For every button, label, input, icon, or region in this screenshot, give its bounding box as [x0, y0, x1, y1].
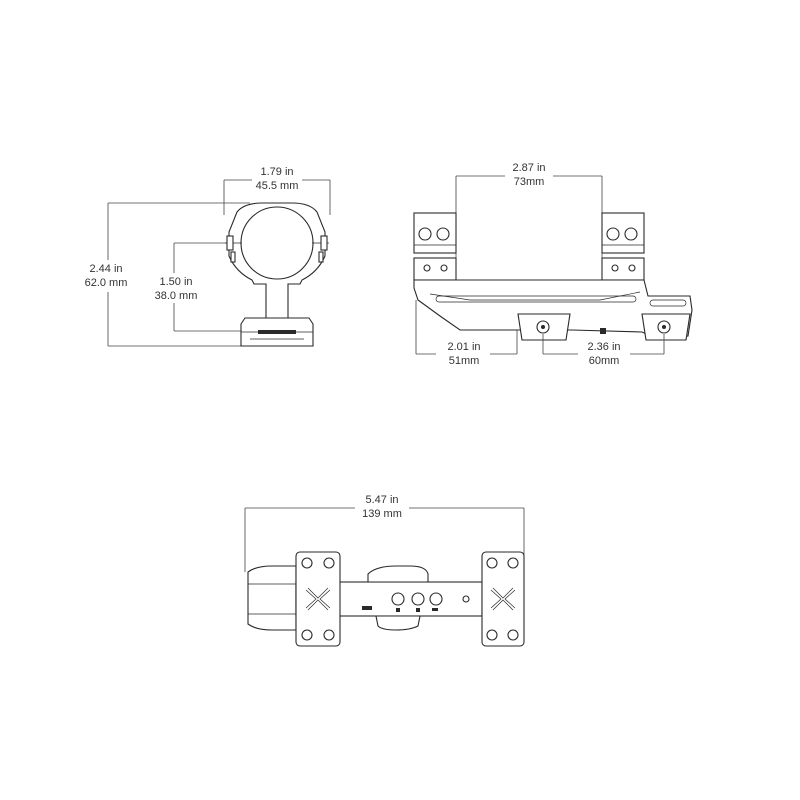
front-view: 1.79 in 45.5 mm 2.44 in 62.0 mm 1.50 in … — [85, 166, 331, 347]
rear-cap-screw-2 — [323, 557, 335, 569]
recoil-lug — [600, 328, 606, 334]
front-ring-screw-2 — [624, 227, 638, 241]
rear-ring-screw-1 — [418, 227, 432, 241]
clamp-1-nut-center — [541, 325, 545, 329]
ring-screw-left — [226, 235, 234, 251]
rail-marking-2 — [396, 608, 400, 612]
rail-marking-1 — [362, 606, 372, 610]
rear-cap-logo-icon — [305, 587, 331, 611]
front-cap-screw-1 — [486, 557, 498, 569]
overall-height-label-mm: 62.0 mm — [85, 277, 128, 289]
overall-length-label-mm: 139 mm — [362, 508, 402, 520]
rail-hole-3 — [429, 592, 443, 606]
rear-ring-top — [247, 565, 297, 631]
rail-pin — [462, 595, 470, 603]
clamp-2-nut-center — [662, 325, 666, 329]
rear-offset-label-in: 2.01 in — [447, 341, 480, 353]
front-ring-lower-screw-1 — [611, 264, 619, 272]
mount-cutout — [435, 295, 637, 303]
rail-hole-1 — [391, 592, 405, 606]
rear-cap-screw-4 — [323, 629, 335, 641]
front-cap-top — [481, 551, 525, 647]
front-cap-screw-4 — [507, 629, 519, 641]
overall-height-label-in: 2.44 in — [89, 263, 122, 275]
center-height-label-mm: 38.0 mm — [155, 290, 198, 302]
clamp-offset-label-mm: 60mm — [589, 355, 620, 367]
rear-ring-lower — [413, 257, 457, 281]
front-slot — [649, 299, 687, 307]
ring-detail-left — [230, 251, 236, 263]
rear-ring-screw-2 — [436, 227, 450, 241]
front-ring-lower-screw-2 — [628, 264, 636, 272]
front-ring-lower — [601, 257, 645, 281]
rear-ring-lower-screw-1 — [423, 264, 431, 272]
front-cap-screw-3 — [486, 629, 498, 641]
ring-bore — [240, 206, 314, 280]
ring-width-label-mm: 45.5 mm — [256, 180, 299, 192]
rear-ring-lower-screw-2 — [440, 264, 448, 272]
ring-detail-right — [318, 251, 324, 263]
front-cap-screw-2 — [507, 557, 519, 569]
ring-screw-right — [320, 235, 328, 251]
mount-body — [413, 279, 693, 341]
rear-cap-top — [295, 551, 341, 647]
front-ring-screw-1 — [606, 227, 620, 241]
rail-hole-2 — [411, 592, 425, 606]
rear-offset-label-mm: 51mm — [449, 355, 480, 367]
clamp-offset-label-in: 2.36 in — [587, 341, 620, 353]
rear-cap-screw-3 — [301, 629, 313, 641]
ring-spacing-label-mm: 73mm — [514, 176, 545, 188]
rear-cap-screw-1 — [301, 557, 313, 569]
rail-marking-4 — [432, 608, 438, 611]
overall-length-label-in: 5.47 in — [365, 494, 398, 506]
rail-marking-3 — [416, 608, 420, 612]
center-height-label-in: 1.50 in — [159, 276, 192, 288]
ring-width-label-in: 1.79 in — [260, 166, 293, 178]
bottom-center-clamp — [375, 615, 421, 631]
front-cap-logo-icon — [490, 587, 516, 611]
top-center-hump — [367, 565, 429, 583]
top-view: 5.47 in 139 mm — [244, 494, 525, 647]
side-view: 2.87 in 73mm — [413, 162, 693, 367]
base-slot — [258, 330, 296, 334]
ring-spacing-label-in: 2.87 in — [512, 162, 545, 174]
